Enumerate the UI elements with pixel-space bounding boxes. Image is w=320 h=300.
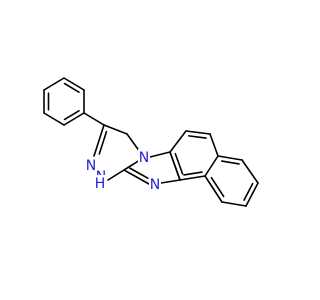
naph-bond-inner bbox=[183, 171, 203, 176]
naph-bond bbox=[241, 159, 259, 184]
atom-bg bbox=[94, 175, 106, 190]
naph-bond bbox=[221, 201, 247, 207]
c-n-double-bond-inner bbox=[98, 130, 108, 155]
naph-bond-inner bbox=[220, 160, 240, 165]
naph-bond bbox=[185, 130, 211, 135]
phenyl-bond-inner bbox=[63, 109, 80, 121]
atom-n-upper: N bbox=[86, 158, 96, 174]
bond-layer bbox=[43, 77, 259, 207]
naph-bond-inner bbox=[187, 135, 207, 139]
c-n-imid-double-inner bbox=[129, 167, 149, 180]
atom-label-layer: N N H N N bbox=[85, 149, 161, 193]
atom-bg bbox=[138, 149, 150, 165]
atom-bg bbox=[149, 176, 161, 192]
phenyl-bond bbox=[63, 77, 85, 91]
naph-bond-inner bbox=[243, 182, 254, 201]
nh-c-bond bbox=[107, 169, 125, 181]
phenyl-bond bbox=[43, 77, 65, 91]
c-n-imid-double bbox=[123, 169, 150, 185]
molecule-diagram: N N H N N bbox=[43, 77, 259, 207]
naph-bond-inner bbox=[210, 176, 225, 198]
naph-bond bbox=[245, 182, 259, 207]
naph-bond bbox=[209, 133, 219, 157]
nimid-aryl-bond bbox=[160, 179, 181, 184]
c-n-double-bond bbox=[93, 124, 105, 157]
naph-bond bbox=[169, 130, 187, 153]
naph-bond bbox=[217, 155, 243, 161]
ch2-bond bbox=[103, 124, 128, 135]
phenyl-link-bond bbox=[83, 112, 105, 126]
c-nbridge-bond bbox=[123, 159, 141, 171]
atom-bg bbox=[85, 157, 97, 172]
naph-bond bbox=[179, 175, 206, 181]
naph-bond bbox=[204, 155, 219, 177]
phenyl-bond-inner bbox=[63, 82, 80, 94]
phenyl-bond bbox=[43, 112, 65, 126]
naph-bond-fused-inner bbox=[174, 152, 184, 175]
naph-bond bbox=[204, 175, 223, 203]
structure-svg: N N H N N bbox=[43, 77, 259, 207]
nbridge-aryl-bond bbox=[149, 151, 171, 158]
naph-bond-fused bbox=[169, 151, 181, 181]
ch2-n-bond bbox=[126, 133, 141, 153]
atom-n-bridge: N bbox=[139, 150, 149, 166]
atom-h: H bbox=[95, 176, 106, 192]
phenyl-bond bbox=[63, 112, 85, 126]
atom-n-imidazole: N bbox=[150, 177, 160, 193]
